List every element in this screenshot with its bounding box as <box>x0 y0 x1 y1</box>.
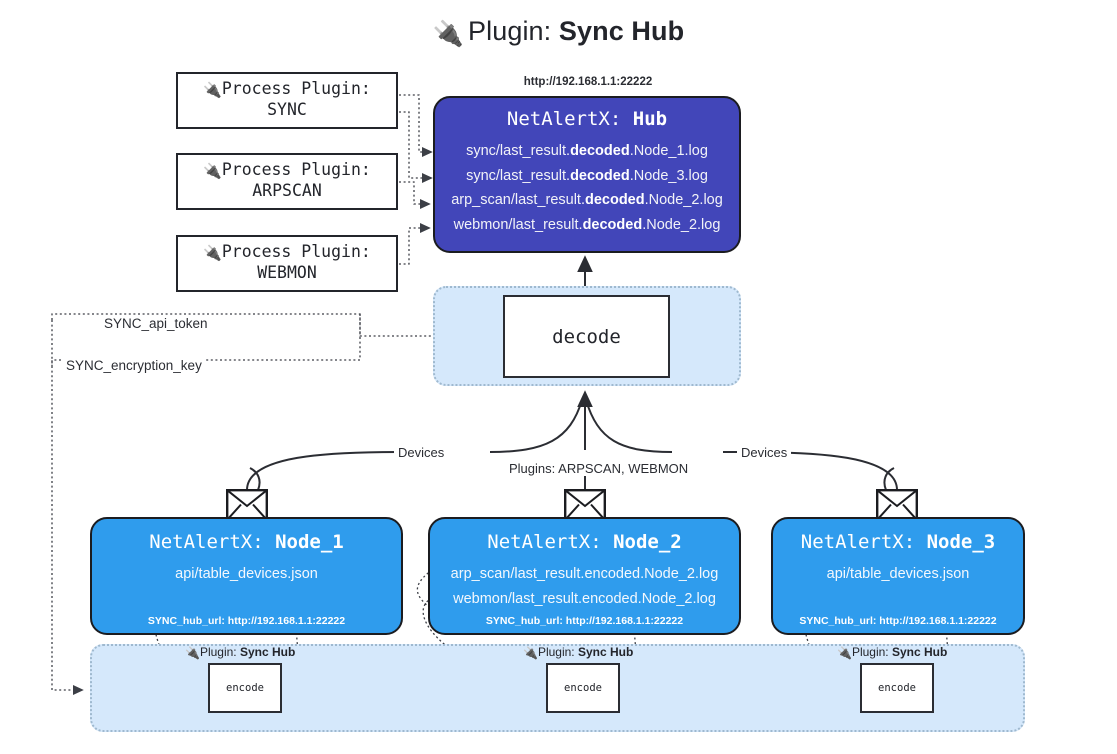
plug-icon: 🔌 <box>185 646 200 660</box>
process-plugin-heading: 🔌Process Plugin: <box>178 242 396 262</box>
hub-log-line: arp_scan/last_result.decoded.Node_2.log <box>451 192 723 208</box>
process-plugin-box-sync[interactable]: 🔌Process Plugin: SYNC <box>176 72 398 129</box>
node-title: NetAlertX: Node_3 <box>773 531 1023 553</box>
node-hub-url: SYNC_hub_url: http://192.168.1.1:22222 <box>147 615 346 627</box>
encode-plugin-label-name: Sync Hub <box>240 645 296 659</box>
hub-log-line: sync/last_result.decoded.Node_1.log <box>466 143 708 159</box>
decode-box[interactable]: decode <box>503 295 670 378</box>
node-3[interactable]: NetAlertX: Node_3 api/table_devices.json… <box>771 517 1025 635</box>
encode-plugin-label-name: Sync Hub <box>578 645 634 659</box>
process-plugin-heading-text: Process Plugin: <box>221 242 371 261</box>
encode-plugin-label: 🔌Plugin: Sync Hub <box>185 645 295 660</box>
plug-icon: 🔌 <box>203 162 222 180</box>
process-plugin-heading: 🔌Process Plugin: <box>178 160 396 180</box>
node-line: api/table_devices.json <box>826 566 970 582</box>
process-plugin-name: ARPSCAN <box>252 181 322 200</box>
node-line-list: api/table_devices.json <box>773 562 1023 587</box>
plug-icon: 🔌 <box>203 244 222 262</box>
hub-title-prefix: NetAlertX: <box>506 108 622 130</box>
node-line-list: arp_scan/last_result.encoded.Node_2.log … <box>430 562 739 612</box>
plug-icon: 🔌 <box>523 646 538 660</box>
hub-log-line: sync/last_result.decoded.Node_3.log <box>466 167 708 184</box>
node-title: NetAlertX: Node_2 <box>430 531 739 553</box>
process-plugin-name: WEBMON <box>257 263 317 282</box>
node-title-name: Node_3 <box>926 531 996 553</box>
process-plugin-name: SYNC <box>267 100 307 119</box>
hub-log-list: sync/last_result.decoded.Node_1.log sync… <box>435 139 739 237</box>
process-plugin-box-webmon[interactable]: 🔌Process Plugin: WEBMON <box>176 235 398 292</box>
node-line: arp_scan/last_result.encoded.Node_2.log <box>450 566 719 582</box>
node-hub-url: SYNC_hub_url: http://192.168.1.1:22222 <box>485 615 684 627</box>
encode-box-3[interactable]: encode <box>860 663 934 713</box>
hub-node[interactable]: NetAlertX: Hub sync/last_result.decoded.… <box>433 96 741 253</box>
hub-title-name: Hub <box>632 108 668 130</box>
node-title-name: Node_1 <box>275 531 344 553</box>
sync-encryption-key-label: SYNC_encryption_key <box>62 358 206 373</box>
plug-icon: 🔌 <box>432 20 465 48</box>
encode-plugin-label: 🔌Plugin: Sync Hub <box>837 645 947 660</box>
hub-title: NetAlertX: Hub <box>435 108 739 130</box>
node-line: api/table_devices.json <box>175 566 318 582</box>
node-1[interactable]: NetAlertX: Node_1 api/table_devices.json… <box>90 517 403 635</box>
node-title: NetAlertX: Node_1 <box>92 531 401 553</box>
process-plugin-heading-text: Process Plugin: <box>221 79 371 98</box>
edge-label-right-devices: Devices <box>737 445 792 460</box>
process-plugin-heading: 🔌Process Plugin: <box>178 79 396 99</box>
plug-icon: 🔌 <box>837 646 852 660</box>
plug-icon: 🔌 <box>203 81 222 99</box>
encode-plugin-label-name: Sync Hub <box>892 645 948 659</box>
encode-box-2[interactable]: encode <box>546 663 620 713</box>
page-title: 🔌Plugin: Sync Hub <box>0 16 1117 49</box>
node-title-prefix: NetAlertX: <box>487 531 602 553</box>
node-title-prefix: NetAlertX: <box>800 531 916 553</box>
encode-plugin-label-prefix: Plugin: <box>851 645 889 659</box>
node-line-list: api/table_devices.json <box>92 562 401 587</box>
node-title-prefix: NetAlertX: <box>149 531 264 553</box>
process-plugin-box-arpscan[interactable]: 🔌Process Plugin: ARPSCAN <box>176 153 398 210</box>
encode-box-1[interactable]: encode <box>208 663 282 713</box>
node-title-name: Node_2 <box>613 531 682 553</box>
node-2[interactable]: NetAlertX: Node_2 arp_scan/last_result.e… <box>428 517 741 635</box>
node-line: webmon/last_result.encoded.Node_2.log <box>453 591 716 607</box>
edge-label-center-plugins: Plugins: ARPSCAN, WEBMON <box>505 461 693 476</box>
process-plugin-heading-text: Process Plugin: <box>221 160 371 179</box>
hub-log-line: webmon/last_result.decoded.Node_2.log <box>453 216 721 233</box>
encode-plugin-label: 🔌Plugin: Sync Hub <box>523 645 633 660</box>
hub-url-label: http://192.168.1.1:22222 <box>523 76 653 88</box>
sync-api-token-label: SYNC_api_token <box>100 316 212 331</box>
node-hub-url: SYNC_hub_url: http://192.168.1.1:22222 <box>799 615 997 627</box>
page-title-prefix: Plugin: <box>468 16 552 46</box>
envelope-icon <box>564 489 606 522</box>
page-title-name: Sync Hub <box>558 16 685 46</box>
encode-plugin-label-prefix: Plugin: <box>537 645 575 659</box>
encode-plugin-label-prefix: Plugin: <box>199 645 237 659</box>
edge-label-left-devices: Devices <box>394 445 449 460</box>
